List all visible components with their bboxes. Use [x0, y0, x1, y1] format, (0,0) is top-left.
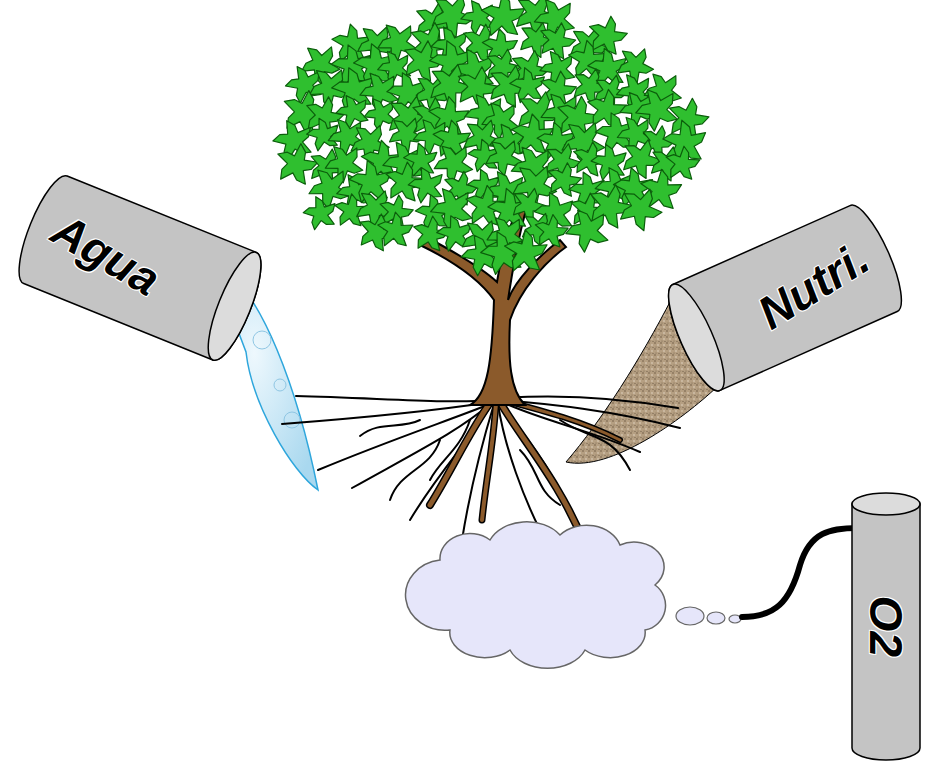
leaf	[559, 200, 615, 256]
leaf	[504, 229, 548, 271]
leaf	[331, 89, 374, 131]
leaf	[378, 212, 413, 246]
cloud-bubbles	[676, 607, 741, 625]
can-opening	[658, 278, 734, 397]
leaf	[586, 88, 628, 128]
leaf	[300, 192, 340, 231]
leaf	[664, 145, 700, 180]
can-body	[852, 504, 920, 760]
can-label: O2	[861, 595, 912, 656]
leaf	[434, 211, 477, 252]
leaf	[533, 213, 569, 248]
container-can: O2	[851, 492, 921, 760]
can-top	[852, 493, 920, 515]
container-can: Nutri.	[658, 198, 912, 398]
tree-canopy	[268, 0, 712, 279]
oxygen-hose	[742, 528, 858, 617]
can-opening	[198, 246, 271, 366]
leaf	[613, 180, 668, 234]
roots	[282, 396, 680, 548]
leaf	[273, 140, 321, 186]
container-can: Agua	[8, 169, 271, 367]
can-body	[9, 170, 271, 366]
can-body	[658, 199, 912, 397]
oxygen-cloud	[406, 522, 666, 669]
leaf	[404, 162, 448, 205]
